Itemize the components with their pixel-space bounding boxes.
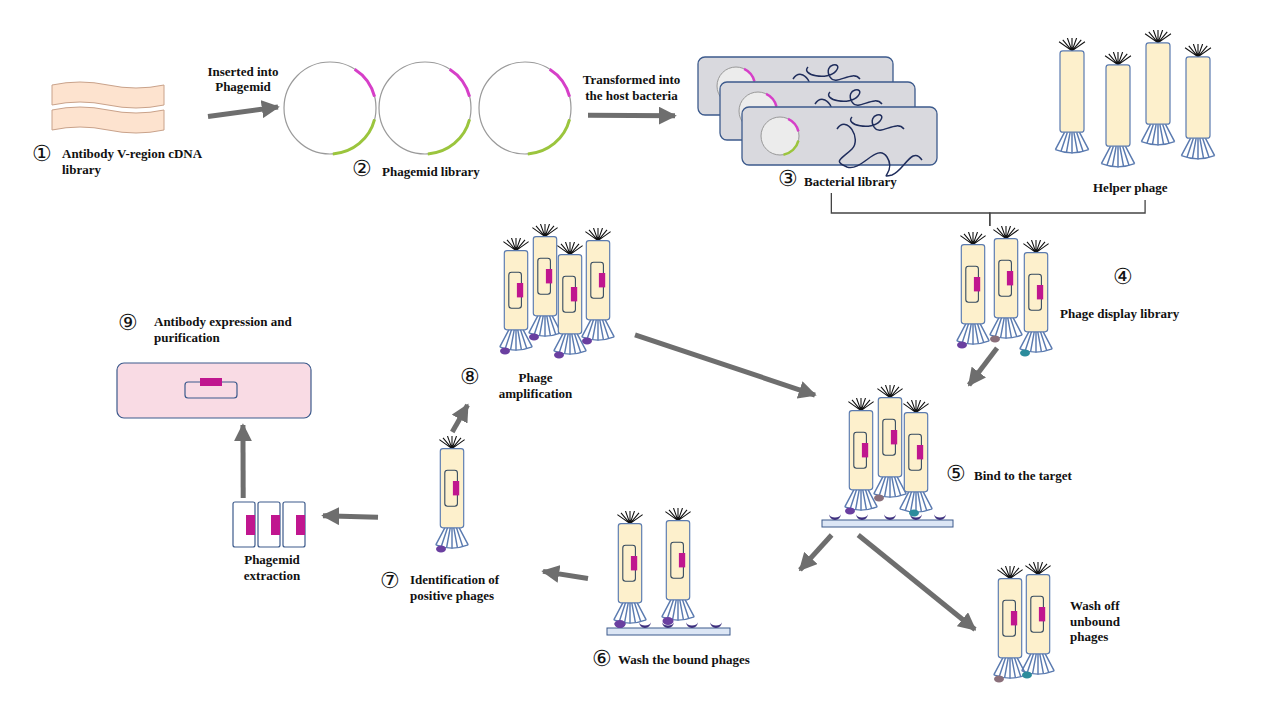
- step-label: Helper phage: [1093, 180, 1213, 196]
- flow-arrow: [635, 335, 815, 395]
- step-label: Bind to the target: [974, 468, 1089, 484]
- flow-arrow: [323, 516, 378, 518]
- arrow-label: Transformed into the host bacteria: [573, 72, 691, 103]
- bracket-line: [831, 193, 989, 226]
- flow-arrow: [588, 113, 675, 119]
- step-number: ⑦: [380, 570, 408, 592]
- step-number: ②: [352, 158, 380, 180]
- step-label: Antibody V-region cDNA library: [62, 146, 202, 177]
- step-label: Phagemid library: [382, 164, 532, 180]
- step-number: ④: [1113, 266, 1141, 288]
- step-number: ⑤: [946, 463, 974, 485]
- flow-arrow: [240, 425, 245, 498]
- step-region: Wash off unbound phages: [975, 558, 1141, 688]
- step-label: Identification of positive phages: [410, 572, 535, 603]
- step-region: ⑧Phage amplification: [455, 225, 635, 405]
- step-label: Bacterial library: [804, 174, 934, 190]
- step-number: ⑥: [592, 648, 620, 670]
- step-region: ②Phagemid library: [278, 58, 588, 188]
- step-number: ①: [32, 143, 60, 165]
- flow-arrow: [208, 107, 278, 117]
- step-label: Phage display library: [1060, 306, 1210, 322]
- step-region: ①Antibody V-region cDNA library: [30, 78, 208, 180]
- step-region: Phagemid extraction: [222, 498, 323, 586]
- step-region: ⑤Bind to the target: [815, 385, 1092, 535]
- flow-arrow: [800, 535, 832, 570]
- flow-arrow: [969, 348, 997, 385]
- step-region: ⑦Identification of positive phages: [378, 432, 543, 606]
- step-region: ⑨ Antibody expression and purification: [110, 308, 320, 425]
- bracket-line: [990, 200, 1145, 226]
- step-label: Phagemid extraction: [224, 552, 320, 583]
- step-region: ⑥Wash the bound phages: [588, 508, 800, 680]
- step-region: ③Bacterial library: [675, 50, 940, 193]
- step-number: ⑧: [460, 366, 488, 388]
- step-label: Phage amplification: [488, 370, 583, 401]
- step-label: Wash off unbound phages: [1070, 598, 1138, 645]
- step-label: Wash the bound phages: [618, 652, 793, 668]
- step-label: Antibody expression and purification: [154, 314, 294, 345]
- arrow-label: Inserted into Phagemid: [198, 64, 288, 95]
- flow-arrow: [452, 405, 467, 432]
- step-number: ⑨: [118, 312, 146, 334]
- step-region: ④ Phage display library: [955, 226, 1213, 348]
- flow-arrow: [543, 571, 588, 578]
- step-number: ③: [778, 168, 806, 190]
- step-region: Helper phage: [1050, 28, 1235, 200]
- flow-arrow: [858, 535, 975, 630]
